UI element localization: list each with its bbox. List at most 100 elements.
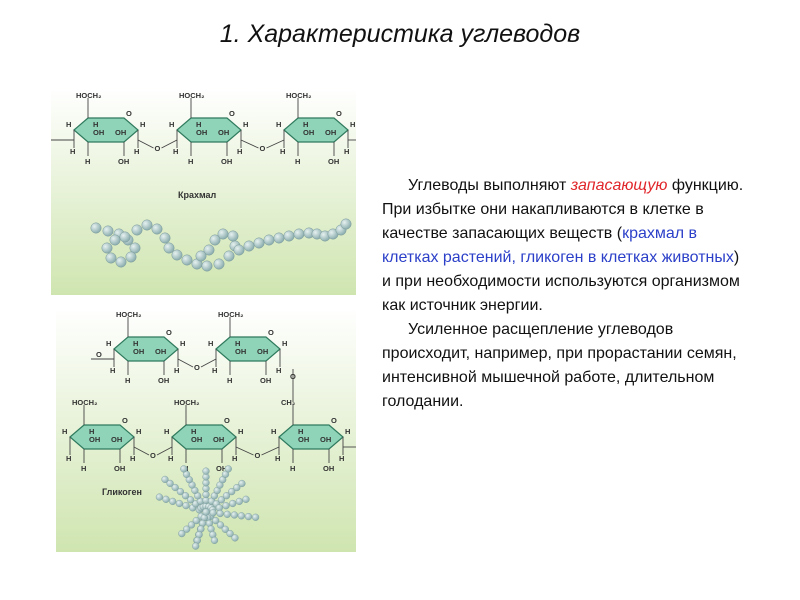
glycogen-bead [231, 534, 239, 542]
glycosidic-bond [200, 358, 217, 368]
ring-oxygen-label: O [122, 416, 128, 425]
hydrogen-label: H [350, 120, 355, 129]
hydrogen-label: H [134, 147, 139, 156]
starch-bead [171, 249, 183, 261]
hydrogen-label: H [62, 427, 67, 436]
glycogen-bead [221, 525, 229, 533]
glycogen-bead [187, 521, 196, 529]
hydrogen-label: H [106, 339, 111, 348]
hydrogen-label: H [280, 147, 285, 156]
glycogen-bead [202, 508, 210, 516]
glucose-hexagon [278, 424, 344, 450]
bridge-oxygen-label: O [255, 451, 261, 460]
hydrogen-label: H [276, 366, 281, 375]
glycogen-bead [175, 499, 184, 508]
bridge-oxygen-label: O [150, 451, 156, 460]
starch-bead [195, 250, 207, 262]
ring-oxygen-label: O [331, 416, 337, 425]
hydroxyl-label: OH [213, 435, 224, 444]
hydroxyl-label: OH [89, 435, 100, 444]
hydrogen-label: H [290, 464, 295, 473]
hydrogen-label: H [276, 120, 281, 129]
starch-bead [223, 250, 235, 262]
hydrogen-label: H [235, 339, 240, 348]
starch-bead [283, 230, 295, 242]
hydrogen-label: H [66, 120, 71, 129]
hydroxyl-label: OH [257, 347, 268, 356]
hydroxyl-label: OH [320, 435, 331, 444]
hydrogen-label: H [130, 454, 135, 463]
hydroxyl-label: OH [93, 128, 104, 137]
starch-bead [263, 234, 275, 246]
glycosidic-bond [137, 139, 154, 149]
glycogen-bead [216, 509, 224, 518]
hydrogen-label: H [70, 147, 75, 156]
starch-beads-illustration [90, 218, 352, 272]
glycogen-bead [169, 497, 177, 506]
starch-bead [227, 230, 239, 242]
glycogen-bead [238, 479, 246, 488]
glycogen-bead [176, 488, 185, 496]
starch-bead [201, 260, 213, 272]
starch-bead [102, 225, 114, 237]
hydrogen-label: H [238, 427, 243, 436]
hydrogen-label: H [66, 454, 71, 463]
bridge-oxygen-label: O [290, 372, 296, 381]
hydrogen-label: H [345, 427, 350, 436]
bridge-oxygen-label: O [260, 144, 266, 153]
starch-bead [125, 251, 137, 263]
starch-bead [203, 244, 215, 256]
glycogen-bead [180, 465, 188, 473]
starch-bead [217, 228, 229, 240]
hydroxyl-label: OH [191, 435, 202, 444]
hydroxyl-label: OH [155, 347, 166, 356]
glucose-hexagon [215, 336, 281, 362]
glycogen-bead [216, 521, 225, 529]
glycogen-bead [230, 511, 239, 519]
glycosidic-bond [261, 446, 280, 456]
bridge-oxygen-label: O [96, 350, 102, 359]
ring-oxygen-label: O [336, 109, 342, 118]
glycogen-bead [183, 525, 191, 533]
starch-label: Крахмал [178, 190, 217, 200]
glycogen-bead [161, 475, 169, 484]
glycogen-bead [182, 502, 190, 510]
hydroxyl-label: OH [115, 128, 126, 137]
starch-bead [163, 242, 175, 254]
hydrogen-label: H [227, 376, 232, 385]
hydrogen-label: H [93, 120, 98, 129]
glycogen-bead [187, 496, 195, 504]
glycogen-bead [233, 484, 241, 492]
starch-bead [273, 232, 285, 244]
hydroxyl-label: OH [325, 128, 336, 137]
hydrogen-label: H [237, 147, 242, 156]
glycosidic-bond [156, 446, 173, 456]
glycogen-label: Гликоген [102, 487, 142, 497]
glycogen-bead [224, 465, 232, 473]
hydrogen-label: H [271, 427, 276, 436]
glycogen-bead [226, 530, 234, 538]
starch-bead [151, 223, 163, 235]
starch-bead [129, 242, 141, 254]
hydroxyl-label: OH [196, 128, 207, 137]
glycogen-bead [209, 509, 217, 517]
glycosidic-bond [161, 139, 178, 149]
starch-bead [293, 228, 305, 240]
glycogen-bead [228, 488, 236, 496]
hydrogen-label: H [140, 120, 145, 129]
starch-bead [115, 256, 127, 268]
glycogen-bead [202, 467, 210, 475]
ring-oxygen-label: O [268, 328, 274, 337]
glycogen-bead [155, 493, 164, 501]
glycogen-bead [171, 483, 179, 492]
glycogen-bead [192, 542, 200, 550]
